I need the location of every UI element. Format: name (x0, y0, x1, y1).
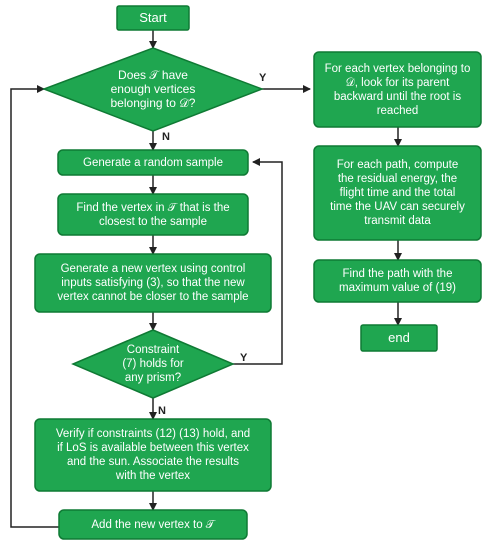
edge-label-tree-yes: Y (259, 72, 267, 84)
max-path-node (313, 259, 482, 303)
decision-tree-node (41, 47, 265, 132)
random-sample-node (57, 149, 249, 176)
start-label: Start (139, 10, 167, 25)
decision-constraint-label: Constraint (7) holds for any prism? (122, 344, 184, 384)
verify-label: Verify if constraints (12) (13) hold, an… (55, 428, 251, 482)
decision-tree-label: Does 𝒯 have enough vertices belonging to… (110, 68, 196, 110)
new-vertex-node (34, 253, 272, 313)
edge-label-constraint-no: N (158, 405, 166, 417)
decision-constraint-node (71, 329, 235, 399)
end-node (360, 324, 438, 352)
edge-label-tree-no: N (162, 131, 170, 143)
max-path-label: Find the path with the maximum value of … (339, 268, 456, 294)
closest-vertex-node (57, 193, 249, 236)
end-label: end (388, 330, 410, 345)
closest-vertex-label: Find the vertex in 𝒯 that is the closest… (76, 201, 230, 228)
edge-label-constraint-yes: Y (240, 352, 248, 364)
verify-node (34, 418, 272, 492)
new-vertex-label: Generate a new vertex using control inpu… (57, 263, 249, 303)
add-vertex-label: Add the new vertex to 𝒯 (91, 518, 215, 531)
start-node (116, 5, 190, 31)
edge-add-loop-back (10, 85, 59, 528)
parent-backward-node (313, 51, 482, 128)
compute-path-label: For each path, compute the residual ener… (330, 159, 465, 227)
random-sample-label: Generate a random sample (83, 156, 223, 169)
add-vertex-node (58, 509, 248, 540)
edge-constraint-yes-loop (233, 158, 283, 365)
compute-path-node (313, 145, 482, 241)
parent-backward-label: For each vertex belonging to 𝒟, look for… (324, 62, 471, 117)
